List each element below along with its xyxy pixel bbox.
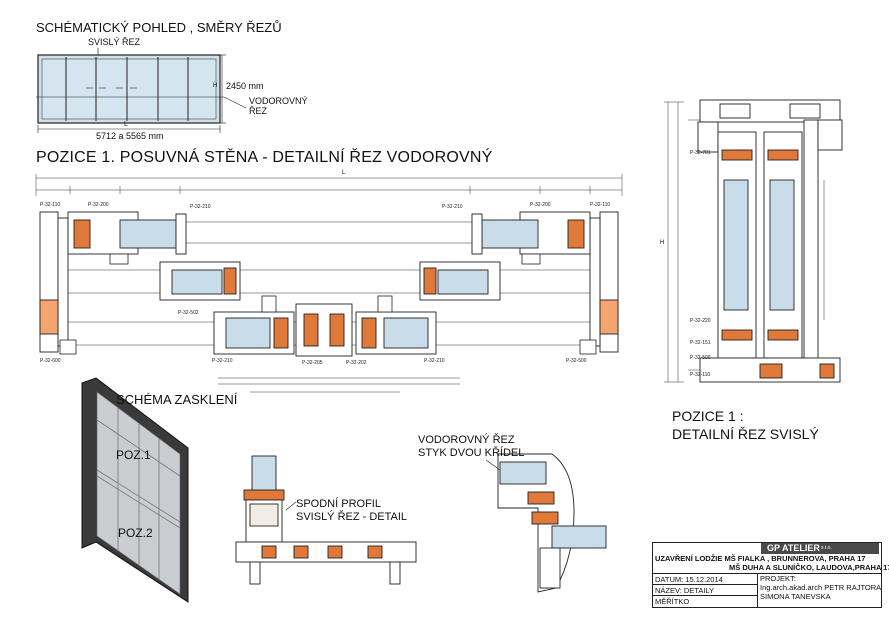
v-height-letter: H [660, 240, 665, 246]
vertical-cut-label: SVISLÝ ŘEZ [88, 37, 141, 47]
author-line-2: SIMONA TANEVSKA [760, 592, 831, 601]
project-line-2: MŠ DUHA A SLUNÍČKO, LAUDOVA,PRAHA 17 [729, 563, 889, 572]
bottom-profile-label-1: SPODNÍ PROFIL [296, 498, 381, 510]
v-label-p32-151: P-32-151 [690, 340, 711, 346]
v-label-p32-500: P-32-500 [690, 355, 711, 361]
glazing-pos-2: POZ.2 [118, 526, 153, 540]
width-dimension: 5712 a 5565 mm [96, 131, 164, 141]
h-label-p32-110-right: P-32-110 [590, 202, 611, 208]
project-label: PROJEKT: [760, 574, 796, 583]
schematic-title: SCHÉMATICKÝ POHLED , SMĚRY ŘEZŮ [36, 20, 282, 35]
h-label-p32-200-left: P-32-200 [88, 202, 109, 208]
sash-joint-label-2: STYK DVOU KŘÍDEL [418, 447, 525, 459]
horizontal-section-title: POZICE 1. POSUVNÁ STĚNA - DETAILNÍ ŘEZ V… [36, 149, 493, 166]
h-label-p32-110-left: P-32-110 [40, 202, 61, 208]
h-label-p32-202: P-32-202 [346, 360, 367, 366]
h-label-p32-502: P-32-502 [178, 310, 199, 316]
h-label-p32-210-left: P-32-210 [190, 204, 211, 210]
h-label-p32-200-right: P-32-200 [530, 202, 551, 208]
horizontal-cut-label-2: ŘEZ [249, 106, 267, 116]
sash-joint-label-1: VODOROVNÝ ŘEZ [418, 434, 515, 446]
title-block: GP ATELIER s.r.o. UZAVŘENÍ LODŽIE MŠ FIA… [652, 542, 889, 608]
h-label-p32-210-right: P-32-210 [442, 204, 463, 210]
h-label-p32-600: P-32-600 [40, 358, 61, 364]
author-line-1: Ing.arch.akad.arch PETR RAJTORA [760, 583, 882, 592]
h-label-p32-205: P-32-205 [302, 360, 323, 366]
height-letter: H [213, 83, 218, 89]
h-label-p32-210-br: P-32-210 [424, 358, 445, 364]
glazing-scheme-title: SCHÉMA ZASKLENÍ [116, 392, 238, 407]
h-overall-letter: L [342, 170, 346, 176]
h-label-p32-500: P-32-500 [566, 358, 587, 364]
horizontal-cut-label-1: VODOROVNÝ [249, 96, 308, 106]
v-label-p32-220: P-32-220 [690, 318, 711, 324]
width-letter: L [124, 121, 128, 128]
scale-label: MĚŘÍTKO [655, 597, 690, 606]
h-label-p32-210-bl: P-32-210 [212, 358, 233, 364]
vertical-section-title-1: POZICE 1 : [672, 408, 744, 424]
vertical-section-title-2: DETAILNÍ ŘEZ SVISLÝ [672, 426, 819, 442]
glazing-pos-1: POZ.1 [116, 448, 151, 462]
company-name: GP ATELIER [767, 543, 820, 553]
height-dimension: 2450 mm [226, 81, 264, 91]
bottom-profile-label-2: SVISLÝ ŘEZ - DETAIL [296, 511, 408, 523]
name-label: NÁZEV: DETAILY [655, 586, 715, 595]
v-label-p32-110: P-32-110 [690, 372, 711, 378]
date-label: DATUM: 15.12.2014 [655, 575, 723, 584]
v-label-p32-701: P-32-701 [690, 150, 711, 156]
project-line-1: UZAVŘENÍ LODŽIE MŠ FIALKA , BRUNNEROVA, … [655, 554, 866, 563]
company-suffix: s.r.o. [821, 545, 832, 551]
company-logo: GP ATELIER s.r.o. [761, 543, 879, 554]
